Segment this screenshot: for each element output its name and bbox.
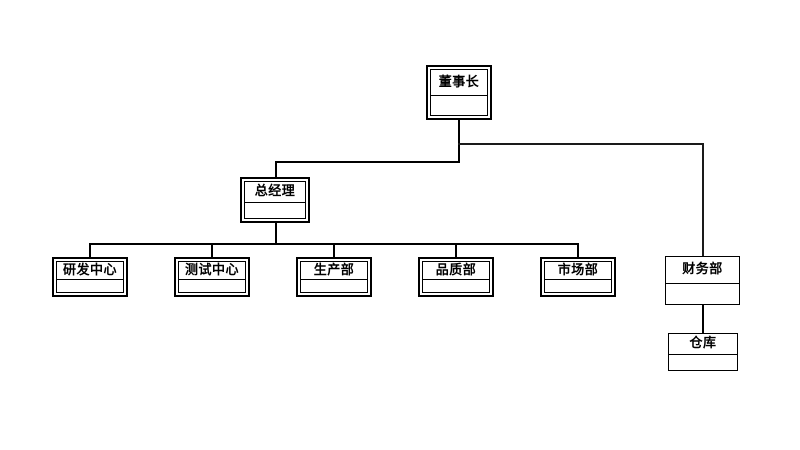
node-rd-center[interactable]: 研发中心 <box>52 257 128 297</box>
connector-gm-drop <box>275 161 277 179</box>
connector-gm-stem <box>275 222 277 245</box>
node-production-label: 生产部 <box>301 262 367 280</box>
node-general-manager-frame: 总经理 <box>244 181 306 219</box>
node-warehouse[interactable]: 仓库 <box>668 333 738 371</box>
node-production-frame: 生产部 <box>300 261 368 293</box>
node-quality[interactable]: 品质部 <box>418 257 494 297</box>
node-quality-label: 品质部 <box>423 262 489 280</box>
node-marketing[interactable]: 市场部 <box>540 257 616 297</box>
node-test-center-label: 测试中心 <box>179 262 245 280</box>
node-general-manager[interactable]: 总经理 <box>240 177 310 223</box>
node-test-center[interactable]: 测试中心 <box>174 257 250 297</box>
node-finance[interactable]: 财务部 <box>665 256 740 305</box>
node-finance-body <box>666 283 739 304</box>
node-rd-center-body <box>57 279 123 292</box>
node-quality-frame: 品质部 <box>422 261 490 293</box>
node-warehouse-frame: 仓库 <box>669 334 737 370</box>
node-rd-center-frame: 研发中心 <box>56 261 124 293</box>
node-marketing-frame: 市场部 <box>544 261 612 293</box>
node-chairman-label: 董事长 <box>431 70 487 96</box>
node-production[interactable]: 生产部 <box>296 257 372 297</box>
node-production-body <box>301 279 367 292</box>
node-finance-frame: 财务部 <box>666 257 739 304</box>
node-test-center-frame: 测试中心 <box>178 261 246 293</box>
node-rd-center-label: 研发中心 <box>57 262 123 280</box>
node-warehouse-label: 仓库 <box>669 334 737 355</box>
connector-drop-marketing <box>577 243 579 259</box>
connector-finance-to-warehouse <box>702 305 704 334</box>
node-warehouse-body <box>669 354 737 370</box>
node-general-manager-label: 总经理 <box>245 182 305 203</box>
node-marketing-label: 市场部 <box>545 262 611 280</box>
connector-drop-test-center <box>211 243 213 259</box>
connector-drop-production <box>333 243 335 259</box>
node-general-manager-body <box>245 202 305 218</box>
connector-finance-drop <box>702 143 704 258</box>
connector-chairman-to-gm-horizontal <box>275 161 460 163</box>
node-test-center-body <box>179 279 245 292</box>
connector-drop-rd-center <box>89 243 91 259</box>
node-chairman[interactable]: 董事长 <box>426 65 492 120</box>
node-quality-body <box>423 279 489 292</box>
node-chairman-body <box>431 95 487 115</box>
connector-chairman-to-finance-horizontal <box>458 143 704 145</box>
node-finance-label: 财务部 <box>666 257 739 284</box>
node-chairman-frame: 董事长 <box>430 69 488 116</box>
connector-drop-quality <box>455 243 457 259</box>
connector-chairman-stem <box>458 119 460 163</box>
node-marketing-body <box>545 279 611 292</box>
